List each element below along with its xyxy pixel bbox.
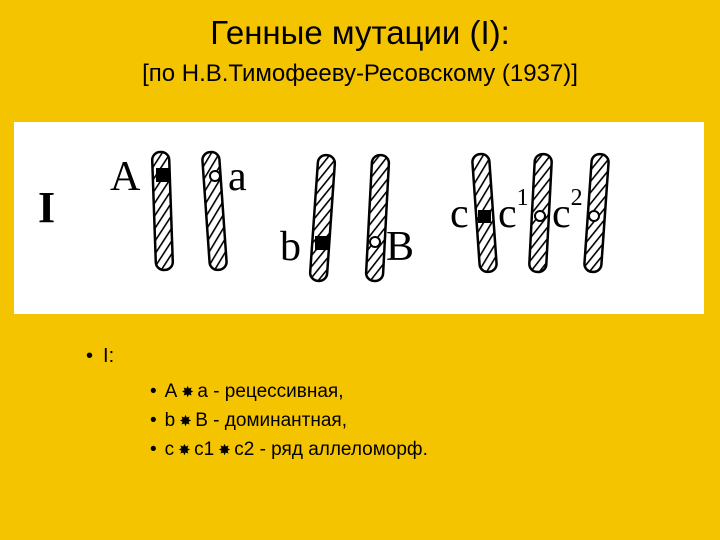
list-item: • A✸a - рецессивная, — [150, 378, 428, 407]
chromosome-c — [471, 152, 498, 274]
bullet-dot: • — [150, 410, 157, 431]
asterisk-icon: ✸ — [178, 442, 191, 459]
allele-A-label: A — [110, 154, 141, 200]
slide-subtitle: [по Н.В.Тимофееву-Ресовскому (1937)] — [142, 60, 578, 87]
allele-c1-label: c1 — [498, 185, 529, 237]
allele-B-label: B — [386, 224, 414, 270]
bullet-dot: • — [150, 381, 157, 402]
allele-left: A — [164, 381, 178, 402]
chromosome-a — [201, 150, 228, 272]
asterisk-icon: ✸ — [181, 384, 194, 401]
allele-c2-base: c — [552, 191, 571, 237]
main-bullet: • I: — [86, 345, 114, 368]
allele-c1-base: c — [498, 191, 517, 237]
allele-c-label: c — [450, 191, 469, 237]
allele-right: c2 - ряд аллеломорф. — [234, 439, 428, 460]
allele-a-label: a — [228, 154, 247, 200]
chromosome-A — [150, 150, 175, 272]
allele-right: a - рецессивная, — [197, 381, 344, 402]
chromosome-b — [308, 153, 337, 283]
allele-c1-superscript: 1 — [517, 185, 529, 211]
chromosome-figure: I A a b B c — [14, 122, 704, 314]
allele-c2-label: c2 — [552, 185, 583, 237]
sub-bullet-list: •A✸a - рецессивная, •b✸B - доминантная, … — [150, 378, 428, 465]
allele-left: b — [164, 410, 176, 431]
list-item: •c✸c1✸c2 - ряд аллеломорф. — [150, 436, 428, 465]
allele-middle: c1 — [194, 439, 215, 460]
chromosome-c2 — [583, 152, 610, 274]
chromosome-c1 — [528, 152, 553, 274]
roman-numeral-label: I — [38, 183, 55, 232]
bullet-dot: • — [150, 439, 157, 460]
asterisk-icon: ✸ — [218, 442, 231, 459]
chromosome-B — [364, 153, 391, 283]
allele-b-label: b — [280, 224, 301, 270]
allele-left: c — [164, 439, 175, 460]
list-item: • b✸B - доминантная, — [150, 407, 428, 436]
allele-right: B - доминантная, — [195, 410, 348, 431]
main-bullet-label: I: — [103, 345, 115, 367]
asterisk-icon: ✸ — [179, 413, 192, 430]
bullet-dot: • — [86, 345, 94, 367]
slide-title: Генные мутации (I): — [210, 14, 510, 51]
allele-c2-superscript: 2 — [571, 185, 583, 211]
